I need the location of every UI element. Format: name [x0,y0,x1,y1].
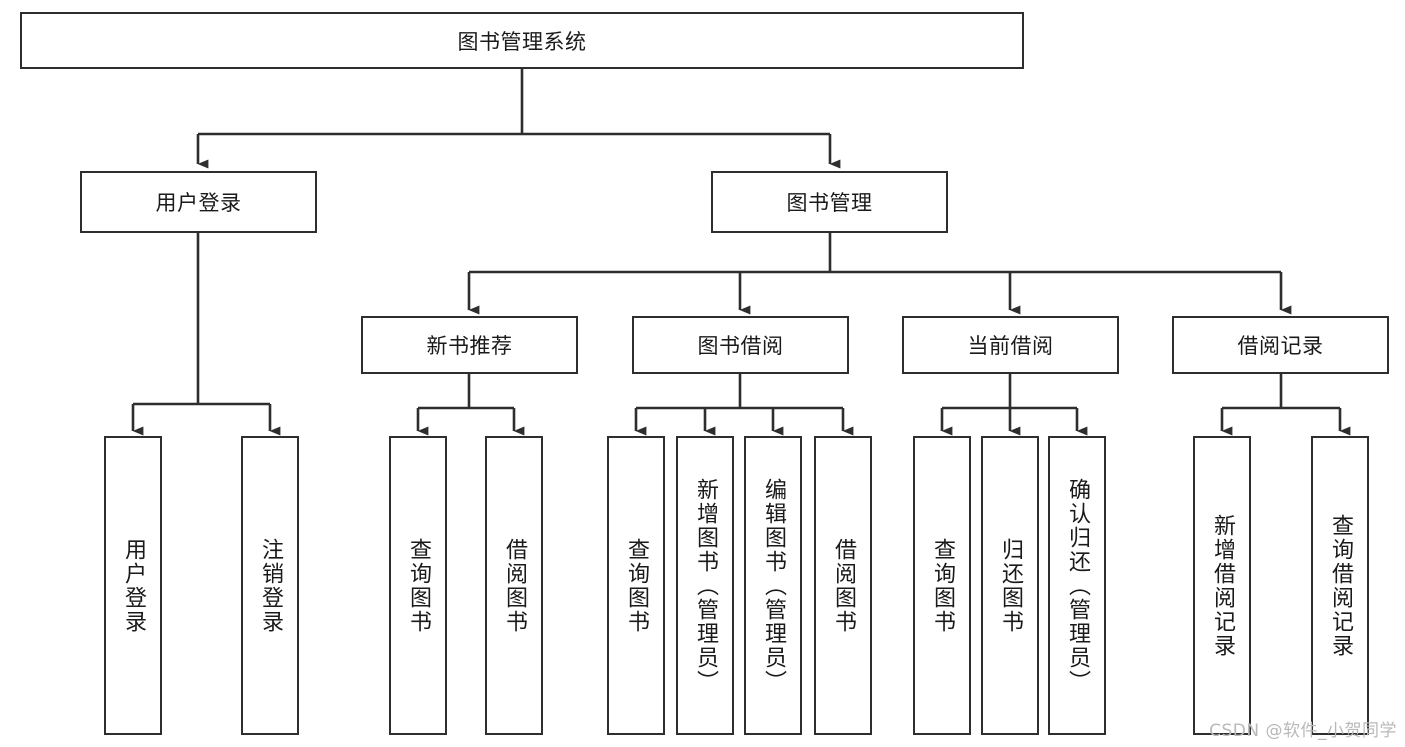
node-label: 图书管理系统 [457,29,587,54]
leaf-query-borrow-record[interactable]: 查询借阅记录 [1311,436,1369,735]
node-label: 查询图书 [624,537,649,634]
node-label: 归还图书 [998,537,1023,634]
node-label: 图书管理 [786,191,873,215]
leaf-add-borrow-record[interactable]: 新增借阅记录 [1193,436,1251,735]
node-borrow-record[interactable]: 借阅记录 [1172,316,1389,374]
node-label: 查询图书 [930,537,955,634]
leaf-add-book-admin[interactable]: 新增图书（管理员） [676,436,734,735]
node-label: 新增图书（管理员） [693,477,718,694]
leaf-query-book-current[interactable]: 查询图书 [913,436,971,735]
leaf-borrow-book[interactable]: 借阅图书 [814,436,872,735]
leaf-return-book[interactable]: 归还图书 [981,436,1039,735]
node-label: 用户登录 [121,537,146,634]
node-root-library-system[interactable]: 图书管理系统 [20,12,1024,69]
node-current-borrow[interactable]: 当前借阅 [902,316,1119,374]
node-label: 确认归还（管理员） [1065,477,1090,694]
leaf-user-login[interactable]: 用户登录 [104,436,162,735]
node-label: 借阅图书 [831,537,856,634]
watermark-text: CSDN @软件_小贺同学 [1209,721,1397,741]
node-book-management[interactable]: 图书管理 [711,171,948,233]
node-label: 借阅记录 [1237,334,1324,358]
node-label: 查询借阅记录 [1328,513,1353,658]
node-label: 编辑图书（管理员） [761,477,786,694]
leaf-borrow-book-new[interactable]: 借阅图书 [485,436,543,735]
node-label: 用户登录 [155,191,242,215]
node-label: 当前借阅 [967,334,1054,358]
leaf-query-book-new[interactable]: 查询图书 [389,436,447,735]
node-new-book-recommend[interactable]: 新书推荐 [361,316,578,374]
node-user-login[interactable]: 用户登录 [80,171,317,233]
node-label: 注销登录 [258,537,283,634]
leaf-confirm-return-admin[interactable]: 确认归还（管理员） [1048,436,1106,735]
leaf-query-book-borrow[interactable]: 查询图书 [607,436,665,735]
node-label: 借阅图书 [502,537,527,634]
node-label: 新增借阅记录 [1210,513,1235,658]
leaf-logout[interactable]: 注销登录 [241,436,299,735]
node-label: 新书推荐 [426,334,513,358]
node-label: 查询图书 [406,537,431,634]
leaf-edit-book-admin[interactable]: 编辑图书（管理员） [744,436,802,735]
node-book-borrow[interactable]: 图书借阅 [632,316,849,374]
node-label: 图书借阅 [697,334,784,358]
